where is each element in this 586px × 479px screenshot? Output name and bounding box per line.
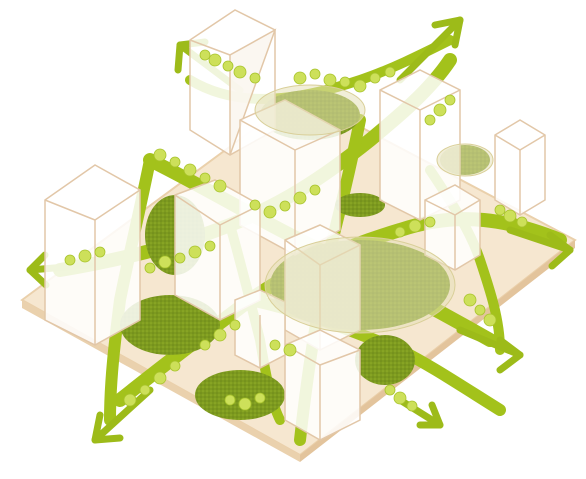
park-east <box>355 335 415 385</box>
building-4 <box>495 120 545 215</box>
park-small-north <box>335 193 385 217</box>
park-south <box>195 370 285 420</box>
building-9 <box>285 330 360 440</box>
building-5 <box>45 165 140 345</box>
arrow-north-east <box>400 20 460 80</box>
